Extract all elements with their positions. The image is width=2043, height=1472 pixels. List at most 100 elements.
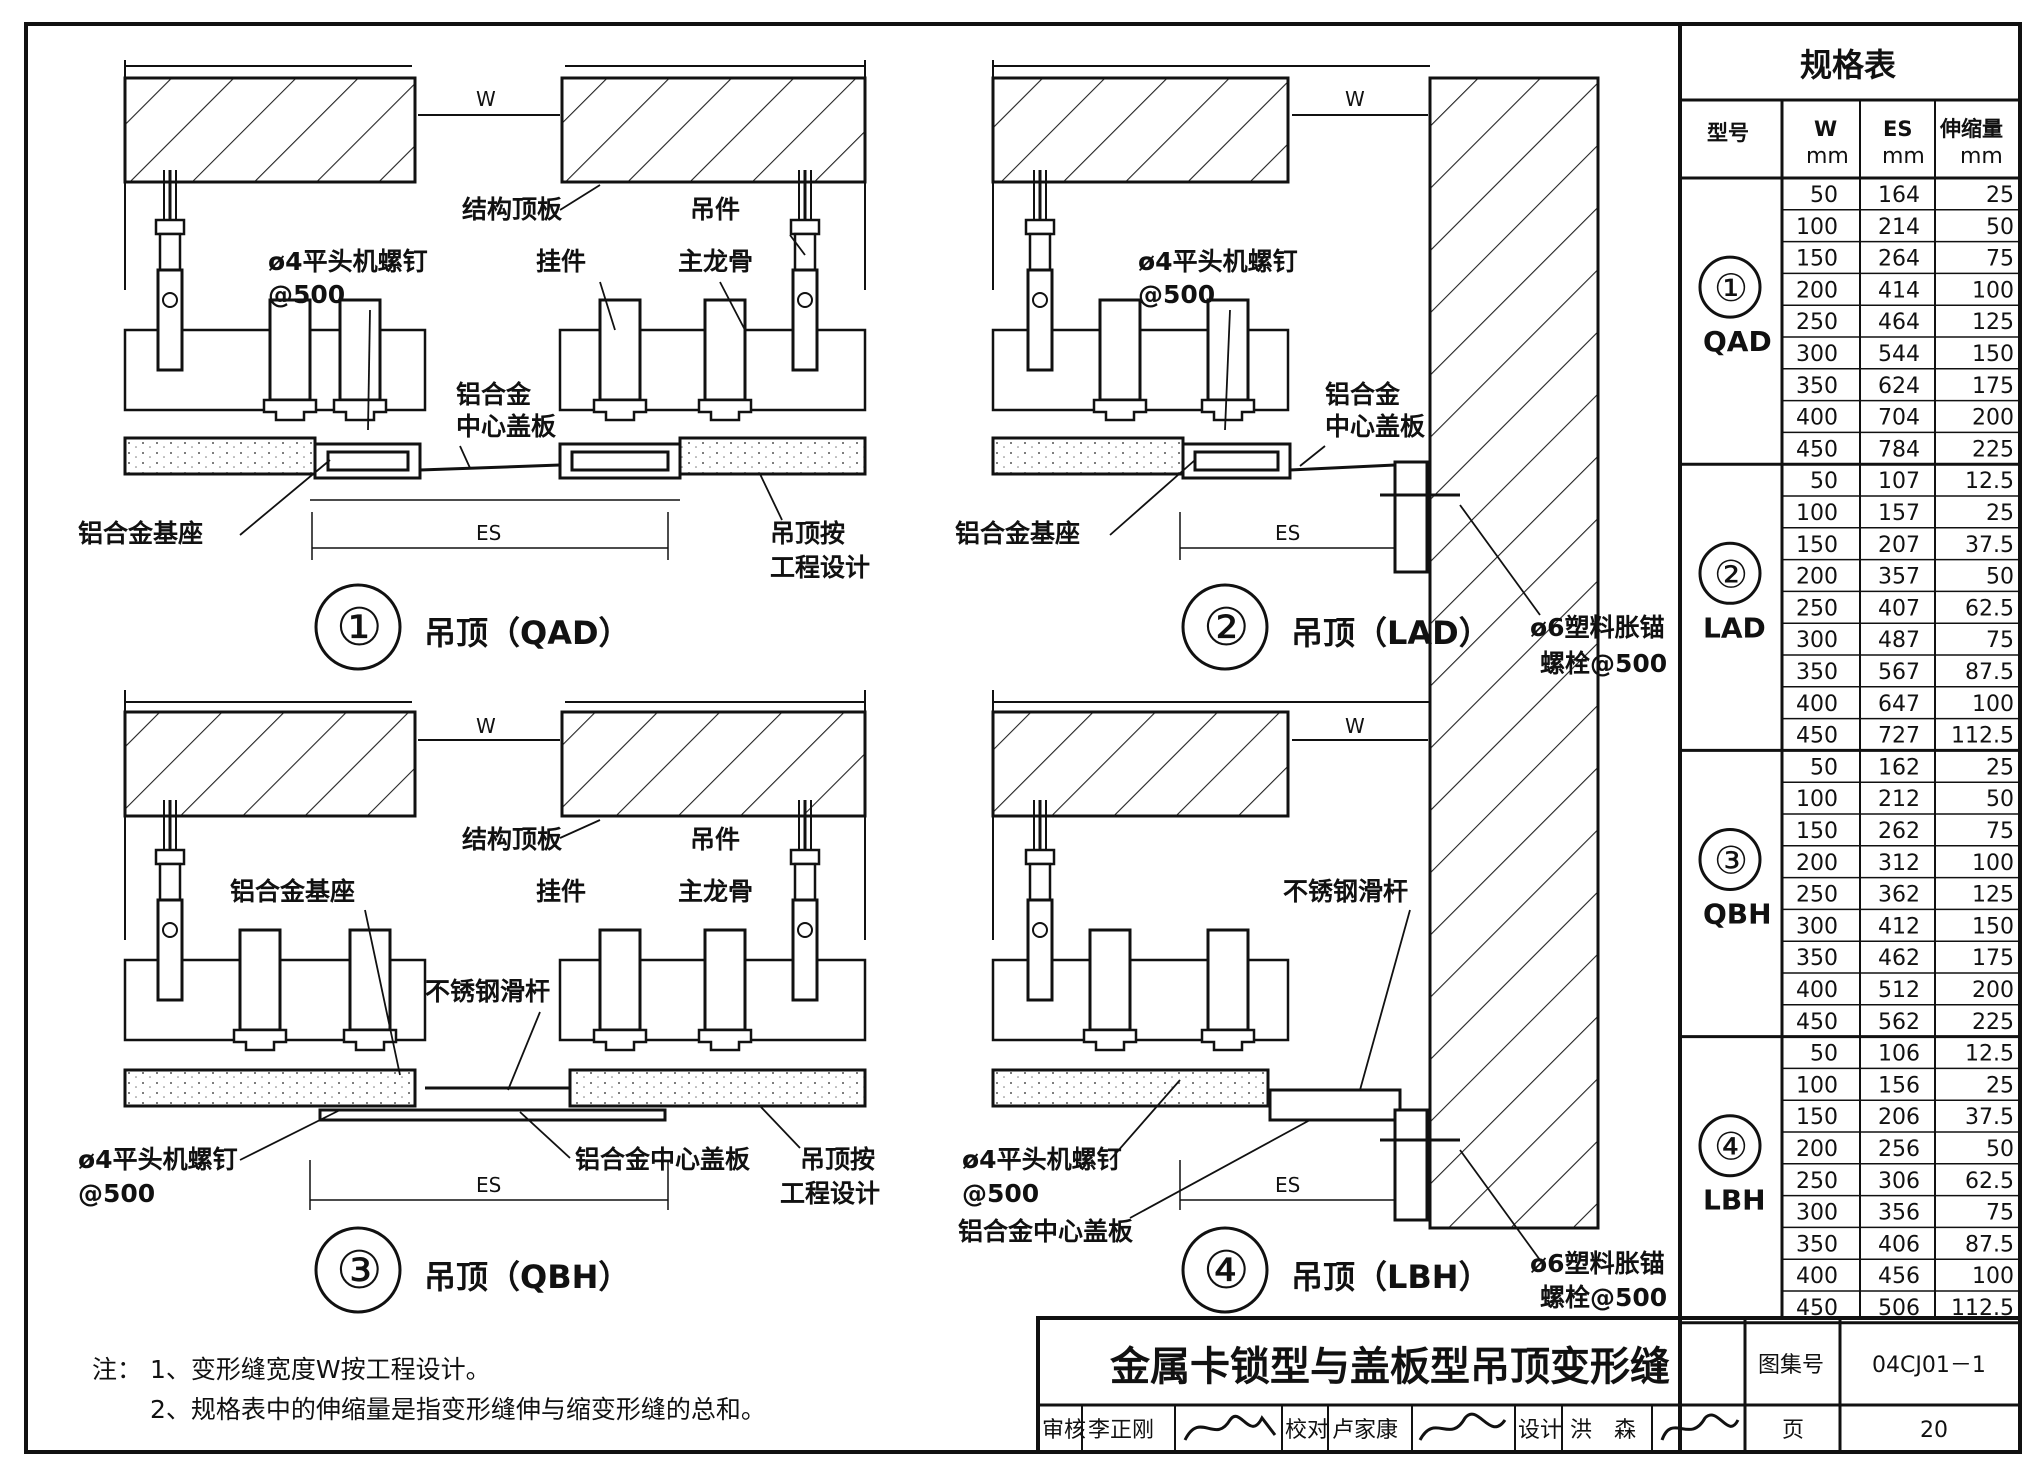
cell-expansion: 87.5 bbox=[1965, 660, 2014, 685]
cell-w: 400 bbox=[1796, 1264, 1838, 1289]
cell-expansion: 62.5 bbox=[1965, 596, 2014, 621]
cover-label-2: 中心盖板 bbox=[1325, 412, 1425, 441]
cell-es: 704 bbox=[1878, 406, 1920, 431]
cell-es: 214 bbox=[1878, 215, 1920, 240]
cell-w: 350 bbox=[1796, 946, 1838, 971]
cell-w: 300 bbox=[1796, 628, 1838, 653]
cell-es: 356 bbox=[1878, 1201, 1920, 1226]
cell-w: 450 bbox=[1796, 724, 1838, 749]
drawing-title: 金属卡锁型与盖板型吊顶变形缝 bbox=[1109, 1344, 1670, 1390]
cell-es: 312 bbox=[1878, 851, 1920, 876]
screw-spacing-label: @500 bbox=[1138, 280, 1215, 309]
ceiling-design-label-1: 吊顶按 bbox=[770, 519, 845, 548]
cell-es: 106 bbox=[1878, 1042, 1920, 1067]
note-1: 1、变形缝宽度W按工程设计。 bbox=[150, 1355, 491, 1384]
cell-w: 200 bbox=[1796, 851, 1838, 876]
cell-expansion: 25 bbox=[1986, 501, 2014, 526]
cell-w: 350 bbox=[1796, 1232, 1838, 1257]
cell-expansion: 50 bbox=[1986, 1137, 2014, 1162]
ceiling-design-label-2: 工程设计 bbox=[770, 553, 870, 582]
reviewer-name: 李正刚 bbox=[1088, 1418, 1154, 1443]
cell-w: 100 bbox=[1796, 787, 1838, 812]
group-number: ① bbox=[1714, 266, 1748, 310]
cell-es: 264 bbox=[1878, 247, 1920, 272]
cell-expansion: 50 bbox=[1986, 215, 2014, 240]
group-model: LBH bbox=[1703, 1184, 1766, 1217]
cell-w: 250 bbox=[1796, 310, 1838, 335]
roof-slab-label: 结构顶板 bbox=[462, 195, 562, 224]
spec-table-title: 规格表 bbox=[1800, 46, 1896, 84]
col-es: ES bbox=[1883, 117, 1912, 141]
cell-w: 400 bbox=[1796, 406, 1838, 431]
cell-es: 414 bbox=[1878, 278, 1920, 303]
checker-signature bbox=[1418, 1412, 1507, 1441]
notes-prefix: 注： bbox=[92, 1355, 142, 1384]
cell-w: 100 bbox=[1796, 215, 1838, 240]
cell-expansion: 125 bbox=[1972, 883, 2014, 908]
atlas-label: 图集号 bbox=[1758, 1353, 1824, 1378]
cell-es: 206 bbox=[1878, 1105, 1920, 1130]
cell-expansion: 75 bbox=[1986, 247, 2014, 272]
title-block: 金属卡锁型与盖板型吊顶变形缝 图集号 04CJ01－1 审核 李正刚 校对 卢家… bbox=[1036, 1316, 2022, 1454]
cell-w: 300 bbox=[1796, 342, 1838, 367]
width-label: W bbox=[476, 87, 496, 111]
cover-label: 铝合金中心盖板 bbox=[958, 1217, 1133, 1246]
cell-expansion: 12.5 bbox=[1965, 469, 2014, 494]
cell-es: 487 bbox=[1878, 628, 1920, 653]
cell-w: 350 bbox=[1796, 374, 1838, 399]
cell-es: 624 bbox=[1878, 374, 1920, 399]
slide-bar bbox=[318, 1108, 667, 1122]
cell-w: 350 bbox=[1796, 660, 1838, 685]
ceiling-design-label-2: 工程设计 bbox=[780, 1179, 880, 1208]
cell-es: 256 bbox=[1878, 1137, 1920, 1162]
group-number: ② bbox=[1714, 552, 1748, 596]
width-label: W bbox=[476, 714, 496, 738]
detail-4-number: ④ bbox=[1203, 1241, 1250, 1301]
roof-slab-left bbox=[123, 76, 417, 184]
cell-expansion: 87.5 bbox=[1965, 1232, 2014, 1257]
cell-es: 156 bbox=[1878, 1073, 1920, 1098]
cell-expansion: 125 bbox=[1972, 310, 2014, 335]
cell-es: 406 bbox=[1878, 1232, 1920, 1257]
width-label: W bbox=[1345, 714, 1365, 738]
cell-es: 407 bbox=[1878, 596, 1920, 621]
group-model: QBH bbox=[1703, 898, 1772, 931]
detail-2-caption: 吊顶（LAD） bbox=[1291, 614, 1491, 652]
cell-w: 50 bbox=[1810, 755, 1838, 780]
cell-expansion: 25 bbox=[1986, 1073, 2014, 1098]
es-label: ES bbox=[1275, 521, 1300, 545]
checker-name: 卢家康 bbox=[1332, 1418, 1398, 1443]
hanger-label: 吊件 bbox=[690, 825, 740, 854]
width-label: W bbox=[1345, 87, 1365, 111]
cell-expansion: 12.5 bbox=[1965, 1042, 2014, 1067]
cell-w: 150 bbox=[1796, 533, 1838, 558]
atlas-number: 04CJ01－1 bbox=[1872, 1353, 1986, 1378]
cell-w: 200 bbox=[1796, 565, 1838, 590]
cell-w: 50 bbox=[1810, 1042, 1838, 1067]
base-label: 铝合金基座 bbox=[955, 519, 1080, 548]
cell-w: 50 bbox=[1810, 469, 1838, 494]
cell-expansion: 200 bbox=[1972, 978, 2014, 1003]
cell-expansion: 25 bbox=[1986, 755, 2014, 780]
cell-w: 150 bbox=[1796, 1105, 1838, 1130]
detail-3-qbh: W ES 结构顶板 吊件 铝合金基座 挂件 主龙骨 不锈钢滑杆 ø4平头机螺钉 … bbox=[78, 690, 880, 1314]
roof-slab-label: 结构顶板 bbox=[462, 825, 562, 854]
col-model: 型号 bbox=[1707, 121, 1749, 145]
cell-es: 207 bbox=[1878, 533, 1920, 558]
cell-es: 462 bbox=[1878, 946, 1920, 971]
col-expansion-unit: mm bbox=[1960, 144, 2003, 169]
cell-expansion: 37.5 bbox=[1965, 1105, 2014, 1130]
screw-label: ø4平头机螺钉 bbox=[962, 1145, 1122, 1174]
detail-1-caption: 吊顶（QAD） bbox=[424, 614, 631, 652]
cell-expansion: 50 bbox=[1986, 565, 2014, 590]
cell-w: 400 bbox=[1796, 978, 1838, 1003]
cell-expansion: 100 bbox=[1972, 278, 2014, 303]
group-number: ④ bbox=[1714, 1125, 1748, 1169]
cell-expansion: 62.5 bbox=[1965, 1169, 2014, 1194]
screw-label: ø4平头机螺钉 bbox=[1138, 247, 1298, 276]
screw-label: ø4平头机螺钉 bbox=[78, 1145, 238, 1174]
cover-label-2: 中心盖板 bbox=[456, 412, 556, 441]
base-label: 铝合金基座 bbox=[230, 877, 355, 906]
screw-spacing-label: @500 bbox=[962, 1179, 1039, 1208]
